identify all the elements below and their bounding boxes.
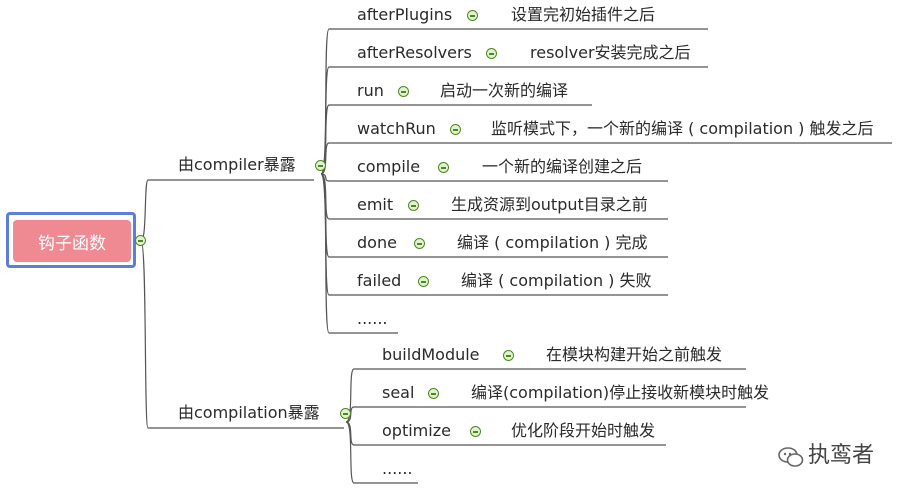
branch-to-child-line <box>345 406 746 423</box>
child-node-description: 编译 ( compilation ) 完成 <box>457 233 648 252</box>
child-node-label[interactable]: run <box>357 81 384 100</box>
child-collapse-icon[interactable] <box>414 238 425 249</box>
wechat-icon <box>778 447 804 467</box>
root-to-branch-line <box>140 240 344 429</box>
branch-to-child-line <box>345 421 418 484</box>
child-node-label[interactable]: afterResolvers <box>357 43 472 62</box>
child-node-description: 启动一次新的编译 <box>440 81 569 100</box>
root-collapse-icon[interactable] <box>135 235 146 246</box>
root-to-branch-line <box>140 179 314 242</box>
root-node[interactable]: 钩子函数 <box>13 220 131 262</box>
child-collapse-icon[interactable] <box>503 350 514 361</box>
branch-label[interactable]: 由compilation暴露 <box>178 403 320 422</box>
branch-to-child-line <box>320 104 592 175</box>
child-node-description: 生成资源到output目录之前 <box>451 195 648 214</box>
watermark-text: 执鸾者 <box>808 443 875 468</box>
child-collapse-icon[interactable] <box>428 388 439 399</box>
child-node-label[interactable]: seal <box>382 383 415 402</box>
child-node-label[interactable]: afterPlugins <box>357 5 453 24</box>
branch-to-child-line <box>320 142 892 175</box>
child-node-label[interactable]: failed <box>357 271 402 290</box>
child-node-description: 优化阶段开始时触发 <box>511 421 656 440</box>
child-collapse-icon[interactable] <box>470 426 481 437</box>
child-collapse-icon[interactable] <box>486 48 497 59</box>
child-node-description: resolver安装完成之后 <box>530 43 691 62</box>
child-node-label[interactable]: emit <box>357 195 394 214</box>
child-collapse-icon[interactable] <box>408 200 419 211</box>
child-collapse-icon[interactable] <box>418 276 429 287</box>
child-node-label[interactable]: buildModule <box>382 345 480 364</box>
child-collapse-icon[interactable] <box>398 86 409 97</box>
branch-collapse-icon[interactable] <box>315 160 326 171</box>
child-node-description: 在模块构建开始之前触发 <box>546 345 723 364</box>
branch-label[interactable]: 由compiler暴露 <box>178 155 296 174</box>
child-collapse-icon[interactable] <box>467 10 478 21</box>
branch-to-child-line <box>320 173 398 334</box>
child-node-label[interactable]: ...... <box>382 459 413 478</box>
child-node-description: 监听模式下，一个新的编译 ( compilation ) 触发之后 <box>491 119 874 138</box>
branch-collapse-icon[interactable] <box>340 408 351 419</box>
child-collapse-icon[interactable] <box>450 124 461 135</box>
child-node-description: 编译 ( compilation ) 失败 <box>461 271 652 290</box>
child-node-label[interactable]: watchRun <box>357 119 436 138</box>
root-node-label: 钩子函数 <box>38 233 106 254</box>
child-node-description: 编译(compilation)停止接收新模块时触发 <box>471 383 770 402</box>
child-node-label[interactable]: done <box>357 233 397 252</box>
branch-to-child-line <box>345 368 746 423</box>
branch-to-child-line <box>320 173 668 182</box>
child-node-description: 设置完初始插件之后 <box>511 5 656 24</box>
child-node-label[interactable]: compile <box>357 157 421 176</box>
child-node-description: 一个新的编译创建之后 <box>482 157 643 176</box>
child-node-label[interactable]: optimize <box>382 421 451 440</box>
child-collapse-icon[interactable] <box>438 162 449 173</box>
child-node-label[interactable]: ...... <box>357 309 388 328</box>
